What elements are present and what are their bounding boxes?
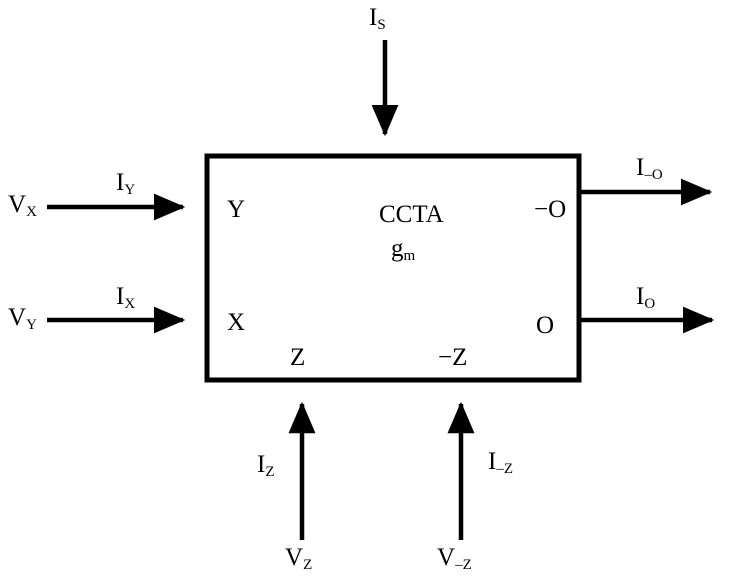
block-title: CCTA [379, 201, 444, 228]
block-param: gm [391, 236, 415, 264]
label-ix: IX [116, 284, 135, 312]
port-neg-z: −Z [438, 344, 468, 371]
label-vz-sub: Z [303, 557, 313, 573]
port-z: Z [290, 344, 306, 371]
label-vz-main: V [285, 544, 304, 571]
label-ineg-o: I–O [636, 155, 663, 183]
label-ineg-o-main: I [636, 154, 645, 181]
label-vx: VX [8, 192, 37, 220]
label-vy-sub: Y [26, 317, 37, 333]
label-ineg-z-sub: –Z [496, 461, 513, 477]
label-iz-main: I [257, 451, 266, 478]
label-vneg-z-main: V [437, 544, 456, 571]
label-iy: IY [116, 170, 135, 198]
label-vneg-z: V–Z [437, 545, 472, 573]
label-iy-sub: Y [124, 182, 136, 198]
port-y: Y [227, 196, 246, 223]
ccta-block [204, 153, 582, 383]
label-io-main: I [636, 283, 645, 310]
label-vz: VZ [285, 545, 312, 573]
label-is-main: I [369, 4, 378, 31]
label-vx-main: V [8, 191, 27, 218]
label-io-sub: O [644, 296, 656, 312]
label-ineg-z-main: I [488, 448, 497, 475]
label-vy: VY [8, 305, 37, 333]
port-x: X [227, 309, 246, 336]
label-ix-sub: X [124, 296, 136, 312]
label-is: IS [369, 5, 386, 33]
port-o: O [536, 312, 555, 339]
port-neg-o: −O [534, 196, 567, 223]
label-is-sub: S [377, 17, 386, 33]
label-iz-sub: Z [265, 464, 275, 480]
label-vneg-z-sub: –Z [455, 557, 472, 573]
label-iy-main: I [116, 169, 125, 196]
block-param-main: g [391, 235, 404, 262]
label-iz: IZ [257, 452, 275, 480]
block-param-sub: m [403, 248, 416, 264]
label-ineg-z: I–Z [488, 449, 513, 477]
label-vy-main: V [8, 304, 27, 331]
label-ineg-o-sub: –O [644, 167, 663, 183]
label-ix-main: I [116, 283, 125, 310]
label-vx-sub: X [26, 204, 37, 220]
label-io: IO [636, 284, 655, 312]
